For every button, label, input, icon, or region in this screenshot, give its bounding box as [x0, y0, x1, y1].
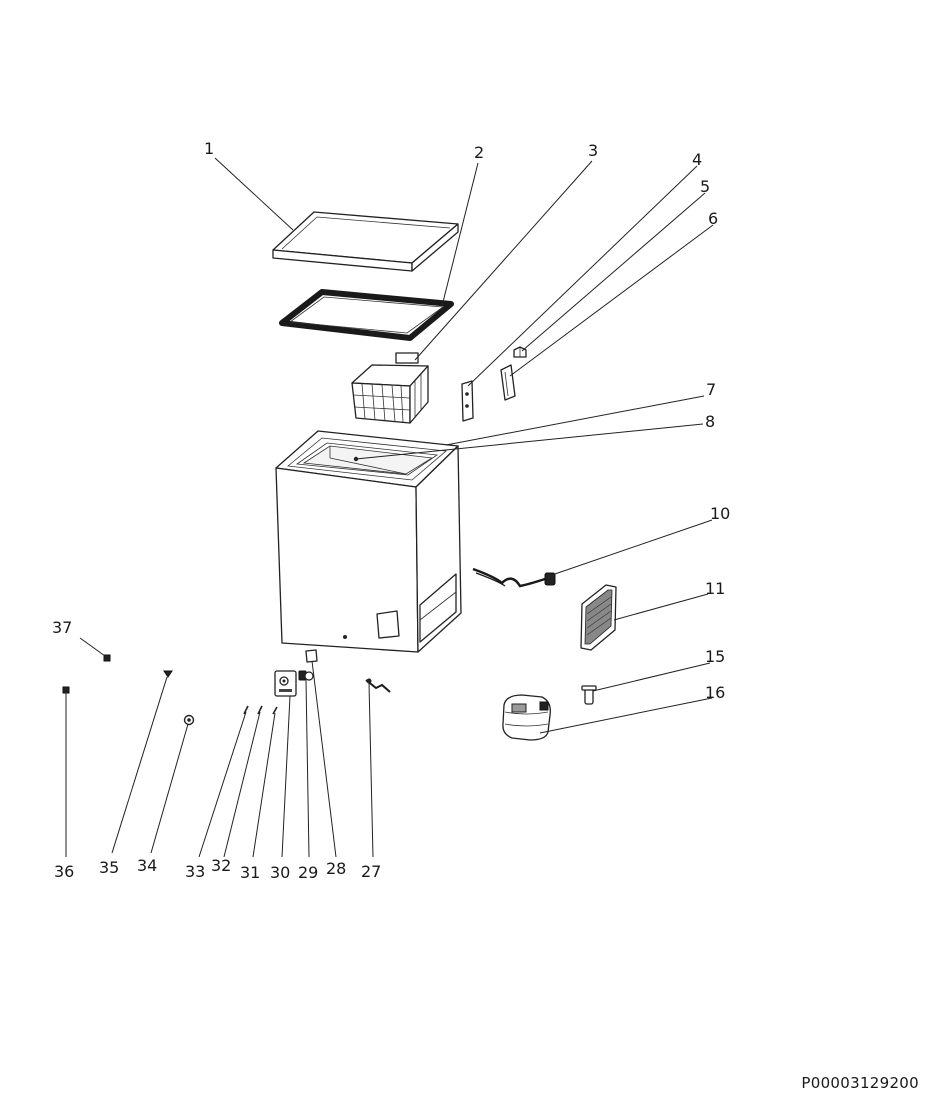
power-cord-part: [472, 567, 556, 588]
leader-lines: [65, 157, 714, 858]
label-part-1: 1: [204, 139, 214, 158]
label-part-10: 10: [710, 504, 730, 523]
label-part-5: 5: [700, 177, 710, 196]
label-part-28: 28: [326, 859, 346, 878]
label-part-15: 15: [705, 647, 725, 666]
screw-32-part: [257, 705, 263, 715]
label-part-33: 33: [185, 862, 205, 881]
leader-15: [592, 662, 711, 692]
plug-part: [103, 654, 111, 662]
hinge-bracket-part: [500, 364, 516, 401]
lid-gasket-part: [279, 289, 454, 341]
label-part-32: 32: [211, 856, 231, 875]
cabinet-body: [275, 430, 462, 653]
leader-32: [223, 711, 261, 858]
washer-part: [183, 714, 195, 726]
screw-31-part: [272, 706, 278, 715]
compressor-part: [502, 694, 551, 741]
label-part-7: 7: [706, 380, 716, 399]
leader-31: [252, 712, 276, 858]
leader-4: [467, 165, 698, 387]
light-cover-part: [305, 649, 318, 663]
drain-tube-part: [581, 685, 597, 705]
thermostat-panel-part: [274, 670, 297, 697]
label-part-34: 34: [137, 856, 157, 875]
leader-34: [150, 723, 189, 854]
label-part-8: 8: [705, 412, 715, 431]
label-part-35: 35: [99, 858, 119, 877]
leader-30: [281, 695, 291, 858]
label-part-36: 36: [54, 862, 74, 881]
leader-6: [509, 224, 714, 377]
leader-3: [414, 160, 593, 361]
label-part-4: 4: [692, 150, 702, 169]
wire-basket-part: [351, 352, 429, 424]
hinge-plate-part: [461, 380, 474, 422]
leader-35: [111, 676, 168, 854]
leader-5: [521, 192, 706, 352]
pipe-connector-part: [365, 678, 391, 693]
screw-35-part: [163, 670, 173, 678]
leader-33: [198, 711, 247, 858]
label-part-3: 3: [588, 141, 598, 160]
leader-11: [613, 593, 709, 621]
leader-27: [368, 682, 374, 858]
label-part-29: 29: [298, 863, 318, 882]
freezer-lid-part: [272, 211, 459, 272]
label-part-31: 31: [240, 863, 260, 882]
condenser-grille-part: [580, 584, 617, 651]
leader-2: [441, 162, 479, 307]
leader-28: [311, 660, 337, 858]
label-part-16: 16: [705, 683, 725, 702]
diagram-reference-code: P00003129200: [801, 1074, 919, 1092]
leader-10: [551, 519, 713, 576]
label-part-6: 6: [708, 209, 718, 228]
leader-37: [79, 637, 106, 657]
part-number-labels: 1 2 3 4 5 6 7 8 10 11 15 16 27 28 29 30 …: [52, 139, 730, 882]
label-part-2: 2: [474, 143, 484, 162]
leader-16: [539, 697, 713, 734]
label-part-27: 27: [361, 862, 381, 881]
screw-33-part: [243, 705, 249, 715]
label-part-11: 11: [705, 579, 725, 598]
leader-1: [214, 157, 294, 231]
leader-7: [445, 395, 705, 446]
leader-8: [355, 423, 704, 460]
label-part-37: 37: [52, 618, 72, 637]
label-part-30: 30: [270, 863, 290, 882]
leader-29: [305, 679, 310, 858]
knob-part: [298, 670, 314, 681]
